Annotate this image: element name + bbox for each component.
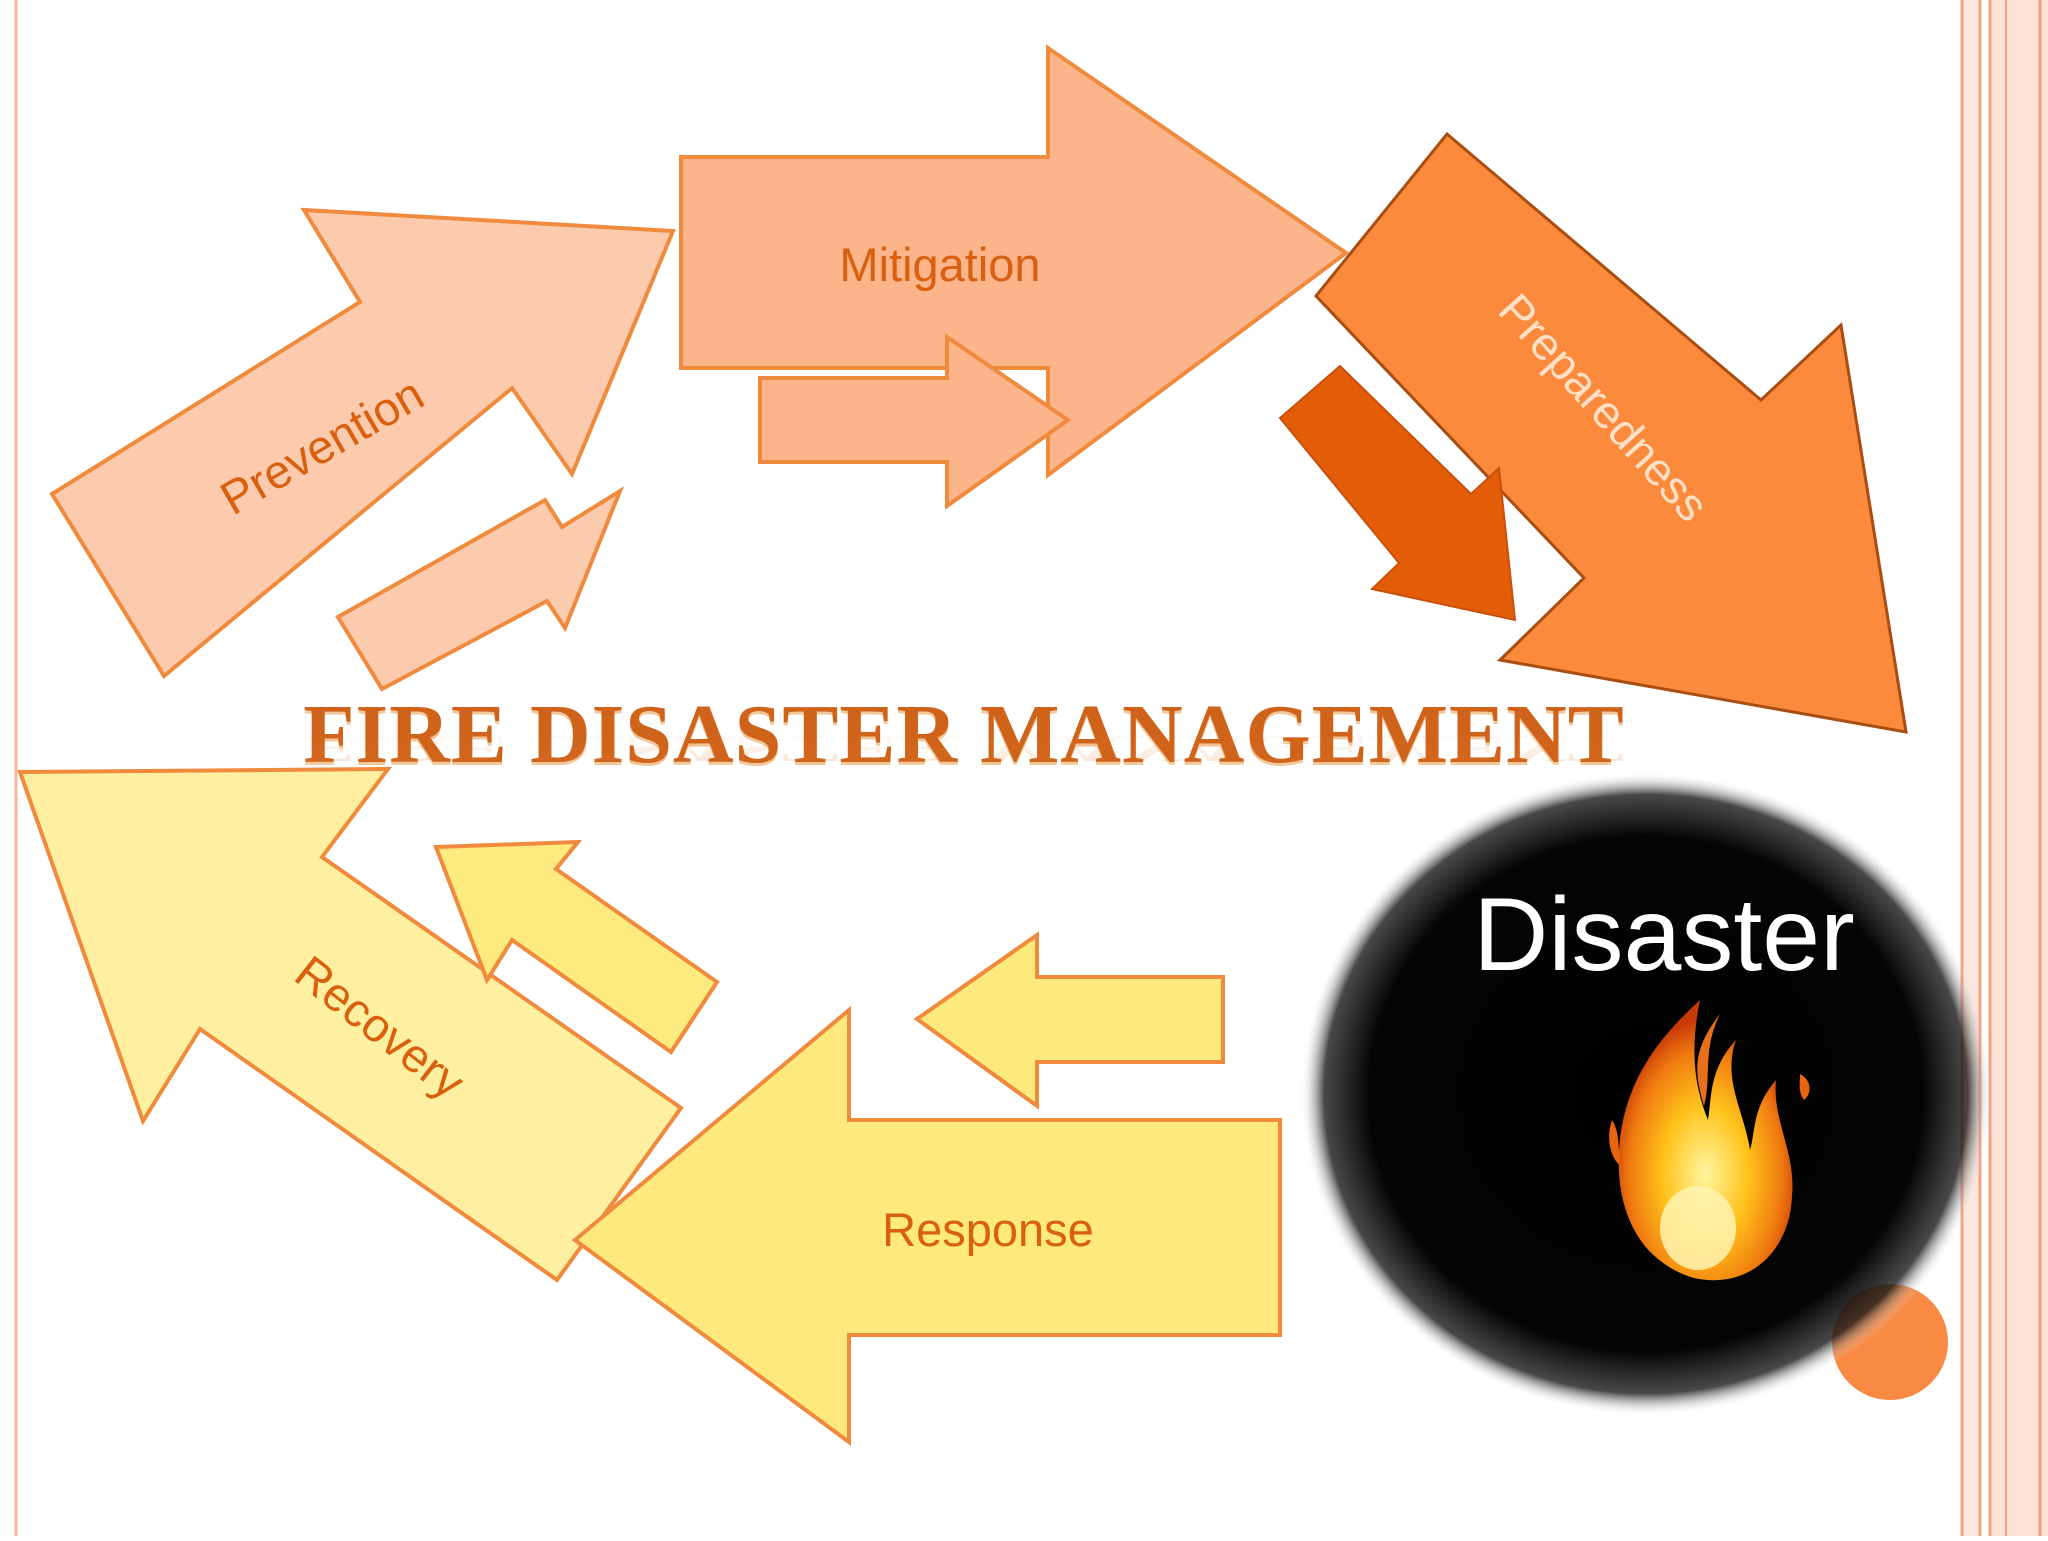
disaster-label: Disaster: [1473, 877, 1854, 993]
preparedness-small-arrow: [1278, 364, 1517, 622]
mitigation-label: Mitigation: [839, 238, 1040, 291]
response-arrow: [571, 1005, 1282, 1446]
preparedness-arrow: [1314, 131, 1908, 734]
prevention-arrow: [49, 207, 676, 680]
recovery-arrow: [17, 766, 684, 1283]
slide-title-reflection: FIRE DISASTER MANAGEMENT: [303, 727, 1625, 770]
mitigation-arrow: [679, 44, 1350, 479]
mitigation-small-arrow: [758, 333, 1072, 510]
response-small-arrow: [913, 931, 1225, 1110]
response-label: Response: [882, 1203, 1094, 1256]
prevention-small-arrow: [335, 486, 625, 692]
fire-icon: [1609, 1000, 1810, 1281]
slide-title: FIRE DISASTER MANAGEMENT: [303, 688, 1625, 781]
recovery-small-arrow: [433, 839, 720, 1055]
